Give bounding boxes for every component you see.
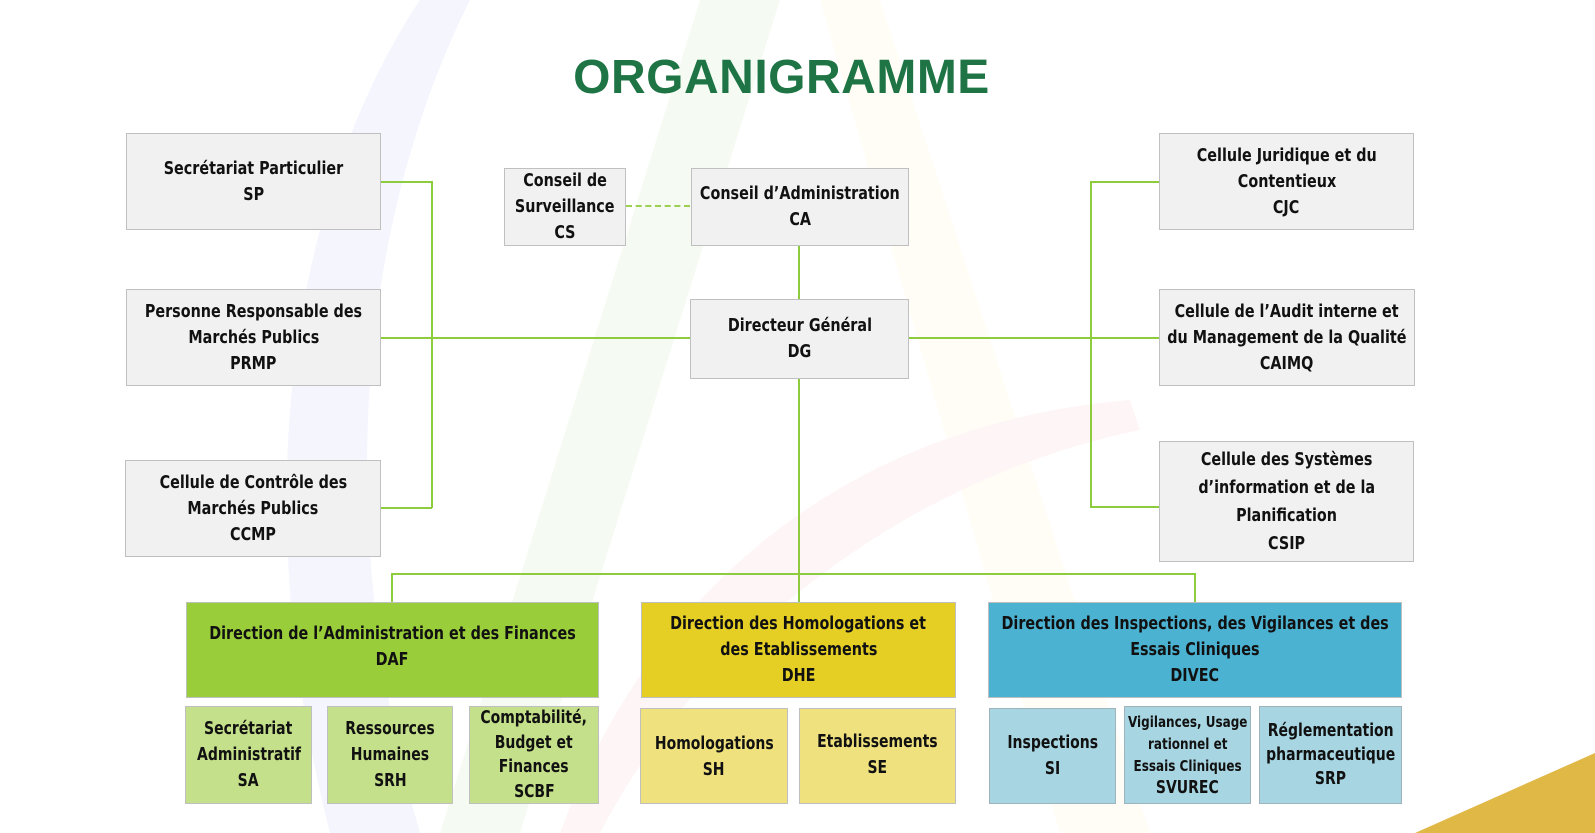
unit-label: Cellule de Contrôle des [159, 472, 347, 493]
unit-abbrev: PRMP [230, 353, 277, 374]
service-label: pharmaceutique [1265, 745, 1396, 765]
service-srh[interactable]: Ressources Humaines SRH [327, 706, 453, 804]
service-abbrev: SRH [373, 771, 407, 791]
connector-dg-directions [798, 378, 800, 602]
service-abbrev: SH [703, 760, 725, 780]
service-abbrev: SA [238, 771, 259, 791]
service-label: Réglementation [1267, 721, 1394, 741]
direction-abbrev: DHE [781, 666, 816, 686]
connector-dg-right [909, 337, 1160, 339]
unit-label: Cellule Juridique et du [1196, 145, 1377, 166]
direction-label: des Etablissements [719, 640, 878, 660]
unit-label: Marchés Publics [187, 498, 319, 519]
service-abbrev: SI [1044, 759, 1061, 779]
service-sh[interactable]: Homologations SH [640, 708, 788, 804]
direction-label: Essais Cliniques [1130, 640, 1260, 660]
corner-accent-triangle [1415, 753, 1595, 833]
connector-daf [391, 573, 393, 602]
service-abbrev: SE [867, 758, 888, 778]
connector-cs-ca-dashed [626, 205, 690, 207]
unit-cjc[interactable]: Cellule Juridique et du Contentieux CJC [1159, 133, 1414, 230]
service-label: Secrétariat [204, 719, 293, 739]
unit-label: Personne Responsable des [144, 301, 363, 322]
unit-label: d’information et de la [1198, 477, 1375, 498]
connector-cjc [1090, 181, 1160, 183]
unit-cs[interactable]: Conseil de Surveillance CS [504, 168, 626, 246]
unit-label: Planification [1236, 505, 1337, 526]
service-label: Ressources [345, 719, 435, 739]
unit-caimq[interactable]: Cellule de l’Audit interne et du Managem… [1159, 289, 1415, 386]
unit-label: Surveillance [515, 197, 615, 217]
unit-csip[interactable]: Cellule des Systèmes d’information et de… [1159, 441, 1414, 562]
service-label: Humaines [350, 745, 430, 765]
direction-label: Direction des Inspections, des Vigilance… [1001, 614, 1389, 634]
service-se[interactable]: Etablissements SE [799, 708, 956, 804]
connector-directions-bus [391, 573, 1196, 575]
unit-label: Secrétariat Particulier [163, 158, 344, 179]
unit-dg[interactable]: Directeur Général DG [690, 299, 909, 379]
service-srp[interactable]: Réglementation pharmaceutique SRP [1259, 706, 1402, 804]
unit-abbrev: CJC [1273, 197, 1300, 218]
unit-label: Conseil de [523, 171, 607, 191]
service-label: Finances [499, 757, 569, 777]
service-abbrev: SRP [1314, 769, 1347, 789]
connector-ca-dg [798, 245, 800, 299]
direction-divec[interactable]: Direction des Inspections, des Vigilance… [988, 602, 1402, 698]
connector-left-spine [431, 181, 433, 508]
service-sa[interactable]: Secrétariat Administratif SA [185, 706, 312, 804]
service-label: Administratif [196, 745, 301, 765]
service-label: Budget et [495, 732, 573, 753]
direction-daf[interactable]: Direction de l’Administration et des Fin… [186, 602, 599, 698]
unit-label: Cellule de l’Audit interne et [1174, 301, 1400, 322]
unit-label: Conseil d’Administration [700, 184, 900, 204]
service-abbrev: SCBF [513, 781, 555, 802]
service-si[interactable]: Inspections SI [989, 708, 1116, 804]
unit-abbrev: CCMP [230, 524, 276, 545]
service-scbf[interactable]: Comptabilité, Budget et Finances SCBF [469, 706, 599, 804]
unit-sp[interactable]: Secrétariat Particulier SP [126, 133, 381, 230]
direction-dhe[interactable]: Direction des Homologations et des Etabl… [641, 602, 956, 698]
service-label: Vigilances, Usage [1127, 713, 1248, 731]
page-title: ORGANIGRAMME [573, 51, 990, 104]
service-label: rationnel et [1147, 735, 1228, 753]
connector-prmp-dg [381, 337, 691, 339]
service-label: Homologations [654, 734, 774, 754]
unit-label: Cellule des Systèmes [1200, 449, 1373, 470]
connector-csip [1090, 506, 1160, 508]
connector-right-spine [1090, 181, 1092, 508]
service-label: Inspections [1007, 733, 1098, 753]
unit-prmp[interactable]: Personne Responsable des Marchés Publics… [126, 289, 381, 386]
service-label: Etablissements [817, 732, 938, 752]
direction-abbrev: DIVEC [1170, 666, 1220, 686]
direction-abbrev: DAF [376, 650, 409, 670]
service-abbrev: SVUREC [1156, 778, 1219, 798]
unit-ca[interactable]: Conseil d’Administration CA [691, 168, 909, 246]
connector-divec [1194, 573, 1196, 602]
direction-label: Direction de l’Administration et des Fin… [209, 624, 576, 644]
unit-abbrev: DG [787, 342, 812, 362]
connector-ccmp [381, 507, 432, 509]
unit-label: Directeur Général [727, 316, 872, 336]
unit-label: du Management de la Qualité [1167, 327, 1407, 348]
unit-ccmp[interactable]: Cellule de Contrôle des Marchés Publics … [125, 460, 381, 557]
service-label: Comptabilité, [480, 708, 588, 728]
service-svurec[interactable]: Vigilances, Usage rationnel et Essais Cl… [1124, 706, 1251, 804]
unit-abbrev: CS [554, 223, 576, 243]
unit-label: Contentieux [1237, 171, 1336, 192]
unit-abbrev: CSIP [1267, 533, 1305, 554]
unit-abbrev: SP [243, 184, 264, 205]
connector-sp [381, 181, 432, 183]
unit-abbrev: CAIMQ [1260, 353, 1314, 374]
service-label: Essais Cliniques [1133, 757, 1242, 775]
unit-label: Marchés Publics [188, 327, 319, 348]
unit-abbrev: CA [789, 210, 811, 230]
direction-label: Direction des Homologations et [670, 614, 927, 634]
